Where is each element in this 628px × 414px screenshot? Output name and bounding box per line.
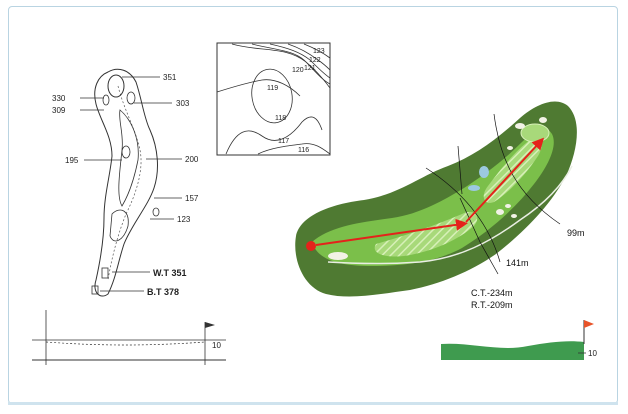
flag-icon [205, 322, 215, 328]
contour-label: 121 [304, 65, 316, 72]
fairway-area [312, 128, 554, 266]
tee-marker [306, 241, 316, 251]
flag-icon [584, 320, 594, 328]
distance-label: 303 [176, 99, 190, 108]
distance-label: 309 [52, 106, 66, 115]
bunker [496, 209, 504, 215]
elevation-ground [441, 341, 584, 360]
bunker [511, 214, 517, 218]
distance-99-label: 99m [567, 228, 585, 238]
cart-path [327, 165, 573, 265]
back-tee-label: B.T 378 [147, 287, 179, 297]
center-line [107, 85, 142, 281]
fairway-outline [94, 68, 158, 297]
contour-label: 120 [292, 67, 304, 74]
ct-distance-label: C.T.-234m [471, 288, 513, 298]
tee-box-white [101, 267, 109, 279]
frame-bottom-border [8, 402, 618, 405]
tee-box-blue [91, 285, 99, 295]
bunker [328, 252, 348, 260]
contour-label: 122 [309, 57, 321, 64]
water-hazard [468, 185, 480, 191]
landing-zone [374, 211, 478, 257]
distance-141-label: 141m [506, 258, 529, 268]
contour-label: 116 [298, 147, 309, 154]
distance-label: 200 [185, 155, 199, 164]
bunker-shape [126, 91, 136, 105]
contour-label: 119 [267, 85, 278, 92]
elevation-label: 10 [588, 349, 597, 358]
elevation-label: 10 [212, 341, 221, 350]
distance-label: 195 [65, 156, 79, 165]
approach-arrow [465, 137, 545, 223]
green-shape [107, 74, 125, 98]
fairway-landing [109, 209, 129, 242]
bunker-shape [152, 207, 160, 217]
contour-label: 117 [278, 138, 289, 145]
bunker [505, 204, 511, 208]
bunker [539, 117, 547, 123]
contour-label: 123 [313, 48, 325, 55]
contour-label: 118 [275, 115, 286, 122]
distance-label: 330 [52, 94, 66, 103]
bunker [515, 123, 525, 129]
distance-label: 351 [163, 73, 177, 82]
bunker-shape [121, 145, 131, 159]
white-tee-label: W.T 351 [153, 268, 187, 278]
elevation-profile [45, 341, 206, 346]
water-hazard [479, 166, 489, 178]
distance-label: 157 [185, 194, 199, 203]
bunker-shape [102, 94, 110, 106]
distance-label: 123 [177, 215, 191, 224]
fairway-inner [118, 109, 139, 207]
rt-distance-label: R.T.-209m [471, 300, 513, 310]
bunker [507, 146, 513, 150]
shot-arrow [315, 218, 468, 246]
